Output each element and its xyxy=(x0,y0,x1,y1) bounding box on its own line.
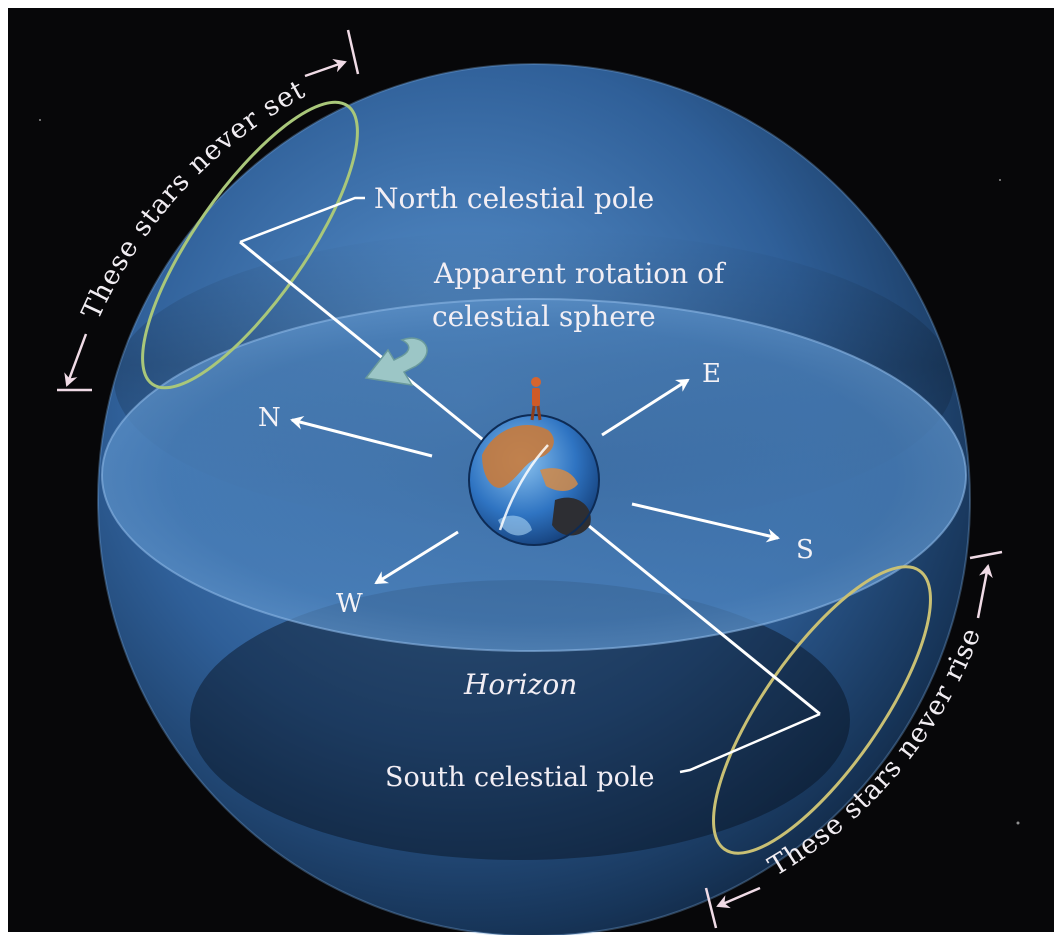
arrow-north xyxy=(290,415,433,458)
north-pole-leader xyxy=(239,196,365,244)
south-pole-leader xyxy=(679,712,821,774)
never-rise-bracket xyxy=(704,550,1003,929)
rotation-label-line2: celestial sphere xyxy=(432,300,656,333)
direction-west-label: W xyxy=(336,589,363,619)
north-pole-label: North celestial pole xyxy=(374,182,654,215)
arrow-west xyxy=(374,530,459,585)
background-stars xyxy=(39,119,1020,825)
rotation-label-line1: Apparent rotation of xyxy=(433,257,727,290)
curved-rotation-arrow-icon xyxy=(364,337,428,386)
never-set-bracket xyxy=(57,29,360,392)
never-set-circle xyxy=(141,100,359,390)
arrow-east xyxy=(601,378,690,437)
horizon-label: Horizon xyxy=(463,668,577,701)
south-pole-label: South celestial pole xyxy=(385,762,655,793)
observer-figure-icon xyxy=(530,377,542,421)
direction-north-label: N xyxy=(258,403,281,433)
direction-south-label: S xyxy=(796,535,814,565)
earth-globe-icon xyxy=(468,414,600,546)
direction-east-label: E xyxy=(702,359,721,389)
arrow-south xyxy=(631,502,780,543)
